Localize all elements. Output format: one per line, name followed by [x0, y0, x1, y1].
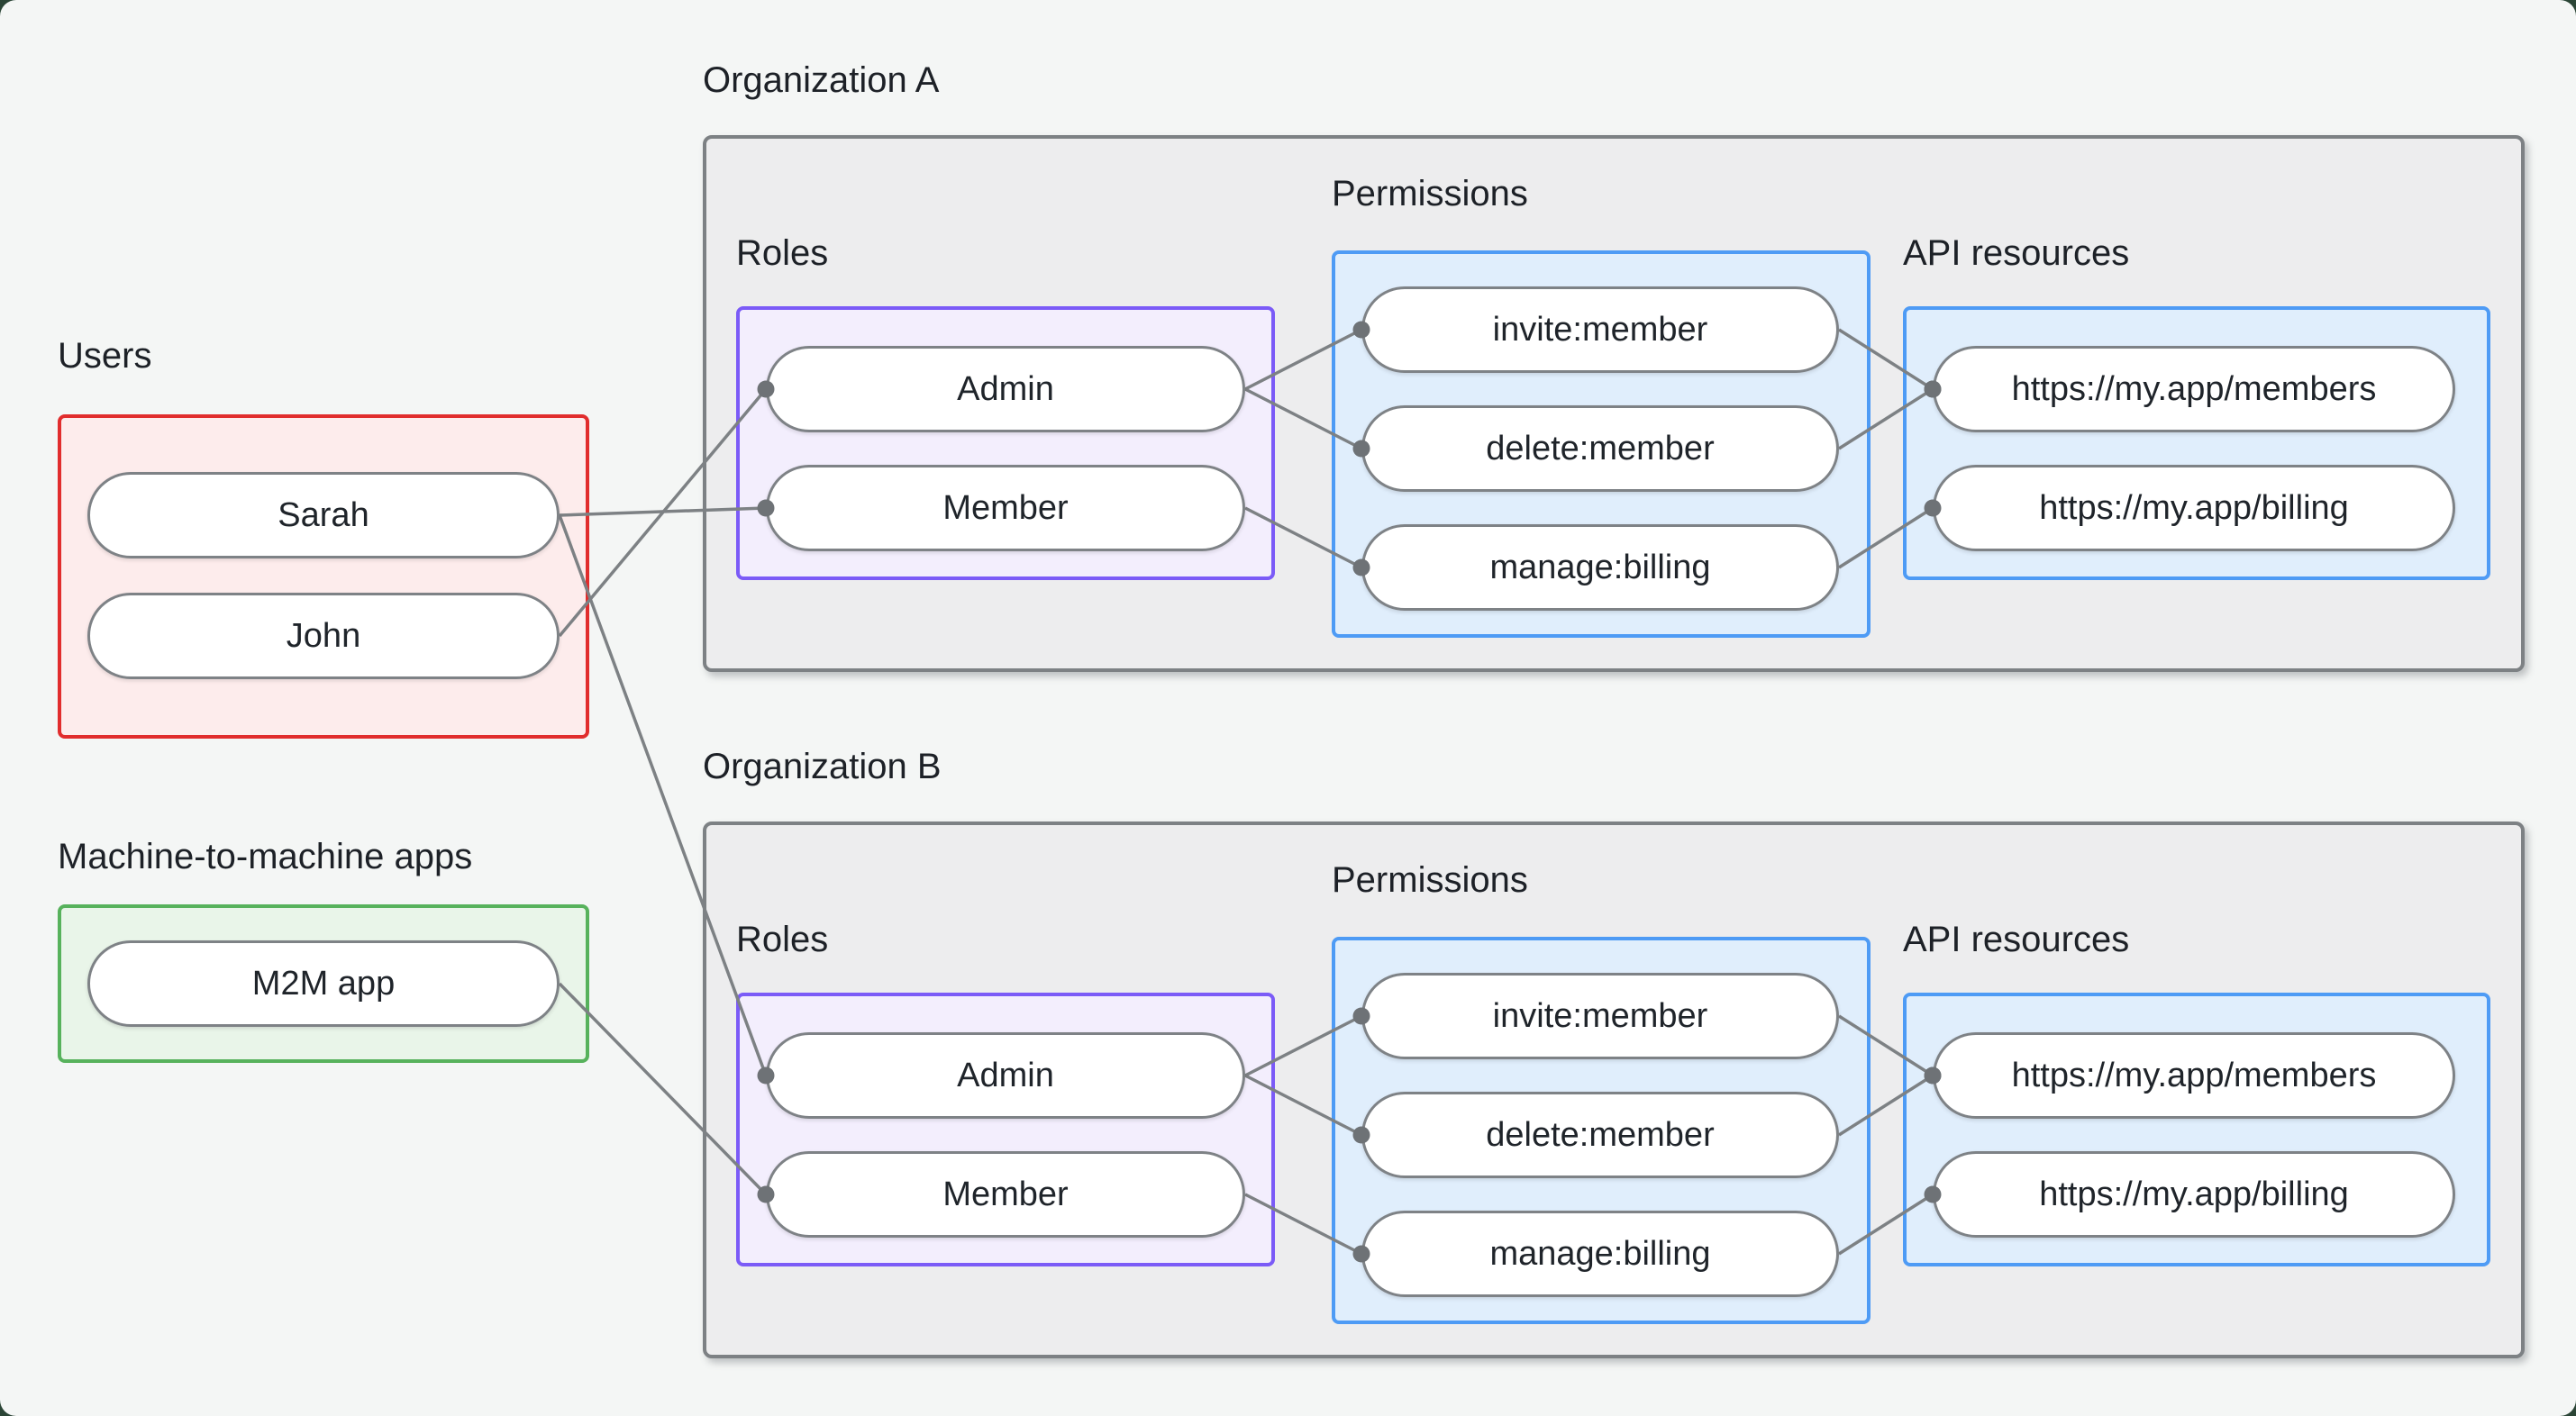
- org-b-api-resource-members: https://my.app/members: [1933, 1032, 2455, 1119]
- org-b-api-resource-billing: https://my.app/billing: [1933, 1151, 2455, 1238]
- org-a-permission-delete-member: delete:member: [1361, 405, 1839, 492]
- user-node-john: John: [87, 593, 560, 679]
- user-node-sarah: Sarah: [87, 472, 560, 558]
- users-group-label: Users: [58, 336, 152, 376]
- org-b-permission-delete-member: delete:member: [1361, 1092, 1839, 1178]
- org-b-permission-invite-member: invite:member: [1361, 973, 1839, 1059]
- org-a-permissions-label: Permissions: [1332, 174, 1528, 213]
- org-b-role-admin: Admin: [766, 1032, 1245, 1119]
- organization-b-label: Organization B: [703, 747, 942, 786]
- m2m-app-node: M2M app: [87, 940, 560, 1027]
- org-b-permissions-label: Permissions: [1332, 860, 1528, 900]
- org-b-api-resources-label: API resources: [1903, 920, 2130, 959]
- organization-a-label: Organization A: [703, 60, 940, 100]
- org-b-roles-label: Roles: [736, 920, 829, 959]
- org-a-api-resource-members: https://my.app/members: [1933, 346, 2455, 432]
- org-a-role-admin: Admin: [766, 346, 1245, 432]
- org-b-role-member: Member: [766, 1151, 1245, 1238]
- org-a-api-resource-billing: https://my.app/billing: [1933, 465, 2455, 551]
- org-a-roles-label: Roles: [736, 233, 829, 273]
- org-a-api-resources-label: API resources: [1903, 233, 2130, 273]
- org-a-permission-manage-billing: manage:billing: [1361, 524, 1839, 611]
- users-group-box: [58, 414, 589, 739]
- m2m-group-label: Machine-to-machine apps: [58, 837, 473, 876]
- org-a-permission-invite-member: invite:member: [1361, 286, 1839, 373]
- org-a-role-member: Member: [766, 465, 1245, 551]
- org-b-permission-manage-billing: manage:billing: [1361, 1211, 1839, 1297]
